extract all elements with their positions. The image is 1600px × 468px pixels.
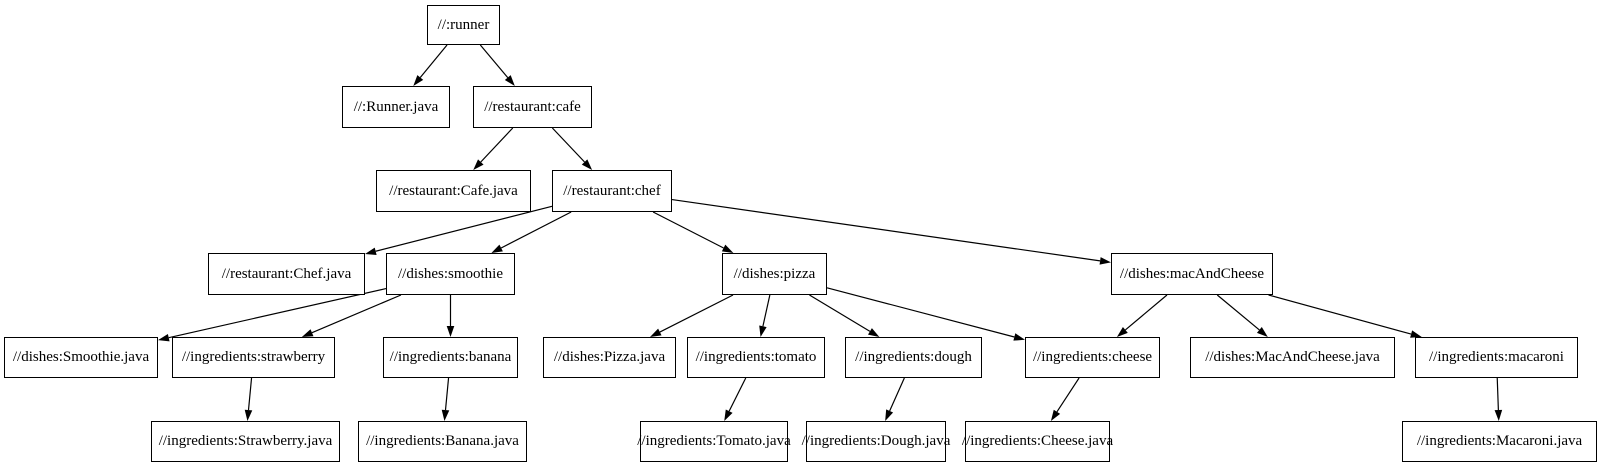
graph-node-dough: //ingredients:dough [845, 337, 982, 378]
graph-node-label: //ingredients:cheese [1032, 349, 1153, 365]
graph-node-label: //restaurant:Chef.java [221, 265, 352, 282]
graph-edge-smoothie-to-smoothie_java [168, 287, 387, 339]
graph-edge-macaroni-to-macaroni_java [1496, 377, 1499, 411]
arrowhead-icon [473, 159, 484, 170]
arrowhead-icon [244, 409, 253, 421]
graph-node-label: //restaurant:chef [563, 182, 661, 199]
graph-node-dough_java: //ingredients:Dough.java [802, 421, 950, 462]
graph-node-tomato: //ingredients:tomato [687, 337, 825, 378]
graph-node-banana_java: //ingredients:Banana.java [358, 421, 527, 462]
graph-node-label: //dishes:smoothie [398, 265, 503, 282]
graph-node-label: //dishes:MacAndCheese.java [1205, 349, 1380, 365]
graph-node-label: //ingredients:Banana.java [366, 433, 519, 449]
graph-node-label: //dishes:pizza [733, 265, 816, 282]
arrowhead-icon [1410, 330, 1422, 338]
graph-node-label: //ingredients:Tomato.java [637, 433, 791, 449]
arrowhead-icon [441, 409, 450, 421]
arrowhead-icon [759, 325, 767, 337]
graph-edge-mac_and_cheese-to-cheese [1124, 294, 1168, 331]
arrowhead-icon [446, 326, 455, 337]
graph-node-strawberry: //ingredients:strawberry [172, 337, 335, 378]
arrowhead-icon [650, 328, 662, 337]
graph-node-label: //ingredients:Strawberry.java [158, 433, 333, 449]
graph-edge-cafe-to-cafe_java [480, 127, 514, 163]
graph-node-chef: //restaurant:chef [552, 170, 672, 212]
arrowhead-icon [1050, 409, 1061, 421]
arrowhead-icon [721, 244, 734, 253]
graph-node-banana: //ingredients:banana [383, 337, 518, 378]
arrowhead-icon [504, 75, 515, 86]
graph-node-smoothie_java: //dishes:Smoothie.java [4, 337, 158, 378]
graph-node-tomato_java: //ingredients:Tomato.java [637, 421, 791, 462]
arrowhead-icon [1013, 333, 1025, 341]
graph-node-label: //restaurant:cafe [484, 98, 581, 115]
graph-node-cheese: //ingredients:cheese [1025, 337, 1160, 378]
graph-edge-pizza-to-tomato [762, 294, 771, 327]
graph-edge-chef-to-chef_java [375, 205, 553, 252]
graph-edge-pizza-to-pizza_java [659, 294, 734, 333]
graph-edge-dough-to-dough_java [889, 377, 905, 412]
arrowhead-icon [301, 329, 314, 337]
graph-edge-mac_and_cheese-to-macaroni [1268, 294, 1412, 335]
graph-node-pizza_java: //dishes:Pizza.java [543, 337, 676, 378]
graph-node-macaroni_java: //ingredients:Macaroni.java [1402, 421, 1597, 462]
graph-edge-pizza-to-dough [809, 294, 871, 332]
graph-edge-runner-to-cafe [479, 44, 509, 78]
graph-node-label: //ingredients:Cheese.java [961, 433, 1114, 449]
graph-edge-cheese-to-cheese_java [1056, 377, 1080, 413]
graph-node-label: //dishes:macAndCheese [1119, 265, 1265, 282]
arrowhead-icon [491, 244, 503, 253]
graph-node-label: //dishes:Smoothie.java [12, 349, 150, 365]
arrowhead-icon [1256, 327, 1268, 337]
graph-node-label: //dishes:Pizza.java [553, 349, 666, 365]
graph-node-strawberry_java: //ingredients:Strawberry.java [151, 421, 340, 462]
graph-edge-runner-to-runner_java [419, 44, 448, 78]
arrowhead-icon [867, 328, 880, 337]
graph-edge-cafe-to-chef [551, 127, 585, 163]
graph-node-label: //ingredients:strawberry [181, 349, 326, 365]
graph-node-mac_and_cheese_java: //dishes:MacAndCheese.java [1190, 337, 1395, 378]
graph-node-label: //:Runner.java [353, 98, 439, 115]
graph-edge-banana-to-banana_java [444, 377, 450, 411]
arrowhead-icon [413, 75, 424, 86]
graph-node-runner_java: //:Runner.java [342, 86, 450, 128]
graph-node-label: //restaurant:Cafe.java [389, 182, 518, 199]
arrowhead-icon [1099, 257, 1111, 265]
graph-node-cafe_java: //restaurant:Cafe.java [376, 170, 531, 212]
graph-node-label: //ingredients:macaroni [1429, 349, 1564, 365]
graph-node-label: //ingredients:banana [389, 349, 512, 365]
arrowhead-icon [1494, 409, 1503, 421]
graph-edge-pizza-to-cheese [826, 287, 1015, 338]
arrowhead-icon [885, 409, 894, 421]
graph-node-pizza: //dishes:pizza [722, 253, 827, 295]
graph-edge-mac_and_cheese-to-mac_and_cheese_java [1216, 294, 1260, 331]
graph-node-label: //:runner [437, 16, 490, 33]
graph-node-runner: //:runner [427, 5, 500, 45]
graph-edge-strawberry-to-strawberry_java [247, 377, 253, 411]
graph-node-cheese_java: //ingredients:Cheese.java [961, 421, 1114, 462]
arrowhead-icon [1116, 327, 1128, 337]
graph-edge-tomato-to-tomato_java [728, 377, 747, 412]
graph-node-mac_and_cheese: //dishes:macAndCheese [1111, 253, 1273, 295]
graph-node-chef_java: //restaurant:Chef.java [208, 253, 365, 295]
graph-node-label: //ingredients:dough [855, 349, 972, 365]
graph-node-cafe: //restaurant:cafe [473, 86, 592, 128]
arrowhead-icon [581, 159, 593, 170]
arrowhead-icon [365, 247, 377, 255]
graph-edge-chef-to-pizza [652, 211, 724, 249]
arrowhead-icon [158, 333, 170, 342]
graph-edge-chef-to-mac_and_cheese [671, 198, 1101, 262]
graph-node-macaroni: //ingredients:macaroni [1415, 337, 1578, 378]
graph-node-label: //ingredients:Macaroni.java [1416, 433, 1583, 449]
graph-node-label: //ingredients:Dough.java [801, 433, 951, 449]
graph-edge-smoothie-to-strawberry [311, 294, 402, 334]
graph-node-smoothie: //dishes:smoothie [386, 253, 515, 295]
arrowhead-icon [724, 409, 733, 421]
graph-edge-chef-to-smoothie [500, 211, 572, 249]
graph-node-label: //ingredients:tomato [695, 349, 817, 365]
